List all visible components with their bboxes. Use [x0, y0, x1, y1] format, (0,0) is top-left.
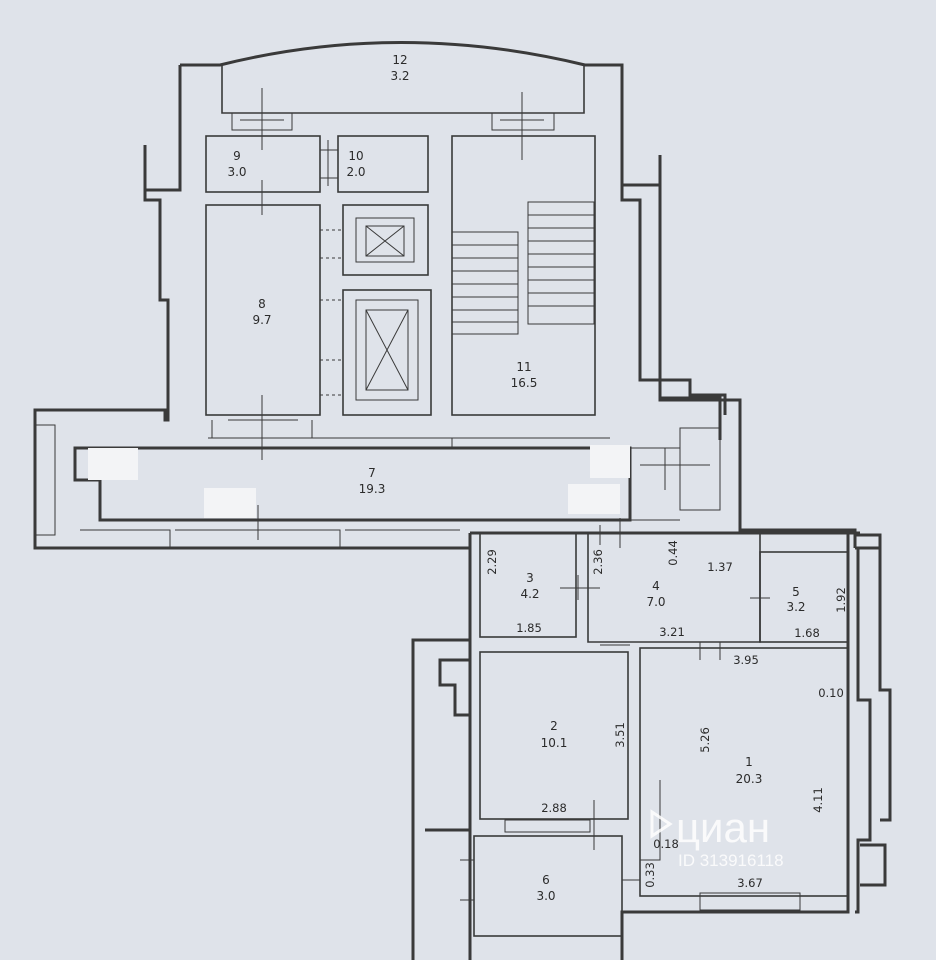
- room-12-bay: [221, 65, 585, 160]
- room-10-outline: [337, 135, 429, 193]
- room-6-outline: [473, 835, 623, 937]
- dimension-0-10: 0.10: [818, 686, 844, 700]
- room-2-area: 10.1: [541, 736, 568, 750]
- room-8-area: 9.7: [252, 313, 271, 327]
- dimension-1-68: 1.68: [794, 626, 820, 640]
- door-9-10: [320, 140, 338, 186]
- elevator-small-shaft: [342, 204, 429, 276]
- dimension-0-33: 0.33: [643, 862, 657, 888]
- redaction-patch: [88, 448, 138, 480]
- redaction-patch: [568, 484, 620, 514]
- cian-logo-icon: [650, 809, 673, 839]
- room-5-area: 3.2: [786, 600, 805, 614]
- dimension-5-26: 5.26: [698, 727, 712, 753]
- elevator-large-cab: [365, 309, 409, 391]
- dimension-3-51: 3.51: [613, 722, 627, 748]
- elevator-large-shaft: [342, 289, 432, 416]
- dimension-1-37: 1.37: [707, 560, 733, 574]
- room-10-number: 10: [348, 149, 363, 163]
- room-3-area: 4.2: [520, 587, 539, 601]
- room-5-number: 5: [792, 585, 800, 599]
- room-8-outline: [205, 204, 321, 416]
- dimension-3-95: 3.95: [733, 653, 759, 667]
- dimension-2-29: 2.29: [485, 549, 499, 575]
- room-6-area: 3.0: [536, 889, 555, 903]
- room-8-number: 8: [258, 297, 266, 311]
- staircase-icon: [451, 201, 595, 335]
- room-2-outline: [479, 651, 629, 820]
- room-10-area: 2.0: [346, 165, 365, 179]
- dimension-4-11: 4.11: [811, 787, 825, 813]
- dimension-2-36: 2.36: [591, 549, 605, 575]
- room-4-area: 7.0: [646, 595, 665, 609]
- watermark-id: ID 313916118: [678, 851, 784, 870]
- watermark-brand: циан: [676, 804, 770, 851]
- room-2-number: 2: [550, 719, 558, 733]
- room-12-area: 3.2: [390, 69, 409, 83]
- dimension-3-21: 3.21: [659, 625, 685, 639]
- dimension-0-44: 0.44: [666, 540, 680, 566]
- room-11-number: 11: [516, 360, 531, 374]
- elevator-small-cab: [365, 225, 405, 257]
- watermark: циан ID 313916118: [650, 804, 784, 870]
- apartment: [460, 518, 860, 960]
- room-3-number: 3: [526, 571, 534, 585]
- room-9-outline: [205, 135, 321, 193]
- room-6-number: 6: [542, 873, 550, 887]
- dimension-3-67: 3.67: [737, 876, 763, 890]
- redaction-patch: [204, 488, 256, 518]
- room-4-number: 4: [652, 579, 660, 593]
- dimension-1-92: 1.92: [834, 587, 848, 613]
- room-12-number: 12: [392, 53, 407, 67]
- redaction-patch: [590, 445, 630, 478]
- room-9-area: 3.0: [227, 165, 246, 179]
- room-9-number: 9: [233, 149, 241, 163]
- room-1-number: 1: [745, 755, 753, 769]
- room-7-area: 19.3: [359, 482, 386, 496]
- dimension-0-18: 0.18: [653, 837, 679, 851]
- room-11-area: 16.5: [511, 376, 538, 390]
- room-1-area: 20.3: [736, 772, 763, 786]
- dimension-1-85: 1.85: [516, 621, 542, 635]
- room-7-number: 7: [368, 466, 376, 480]
- dimension-2-88: 2.88: [541, 801, 567, 815]
